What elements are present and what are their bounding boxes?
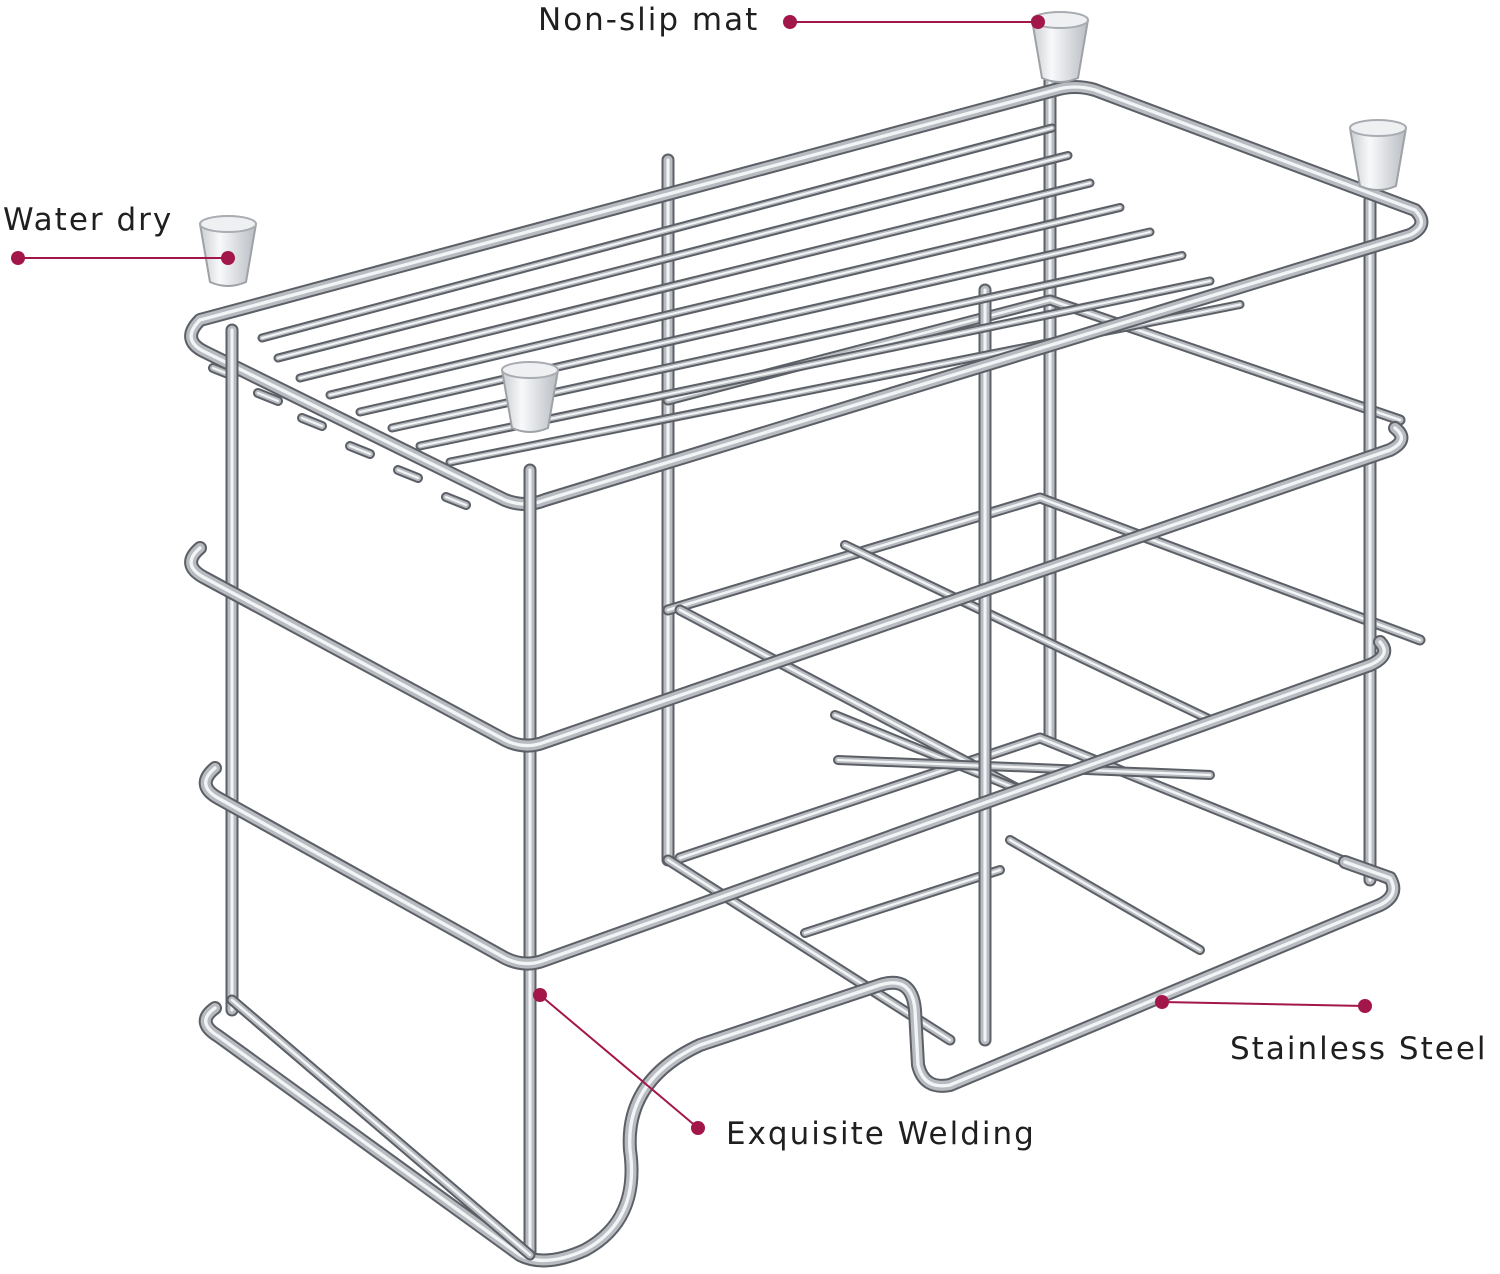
bottom-base-frame-shade-1: [200, 857, 1399, 1266]
label-exquisite-welding: Exquisite Welding: [726, 1116, 1036, 1152]
shelf-slat-3-shade-2: [299, 182, 1091, 379]
divider-pin-4-shade-2: [803, 868, 1002, 935]
cap-front-left-top: [199, 215, 257, 233]
side-hook-6-shade-2: [444, 495, 468, 507]
shelf-slat-4-shade-2: [329, 206, 1121, 396]
leader-water-dry-dot-2: [221, 251, 235, 265]
upper-band-shade-1: [186, 423, 1407, 751]
lower-band-shade-2: [204, 640, 1386, 966]
bottom-base-frame: [198, 855, 1401, 1268]
leader-non-slip-mat-dot-2: [1031, 15, 1045, 29]
side-hook-2-shade-2: [256, 391, 280, 403]
divider-middle-shade-2: [678, 608, 1022, 792]
label-stainless-steel: Stainless Steel: [1230, 1031, 1488, 1067]
divider-bottom-shade-2: [666, 858, 952, 1042]
cap-far-right-top: [1349, 119, 1407, 137]
leader-water-dry-dot-1: [11, 251, 25, 265]
leader-exquisite-welding-dot-2: [691, 1121, 705, 1135]
rack-inner-frame: [208, 123, 1377, 1047]
side-hook-4-shade-2: [348, 444, 372, 456]
leader-stainless-steel-dot-1: [1155, 995, 1169, 1009]
top-frame-shade-2: [189, 85, 1424, 506]
leader-exquisite-welding-dot-1: [533, 988, 547, 1002]
upper-band-shade-2: [189, 426, 1404, 748]
shelf-slat-2-shade-2: [277, 154, 1069, 359]
divider-pin-1-shade-2: [843, 543, 1217, 724]
side-hook-5-shade-2: [396, 468, 420, 480]
side-hook-3-shade-2: [300, 416, 324, 428]
leader-non-slip-mat-dot-1: [783, 15, 797, 29]
rear-bottom-rail-shade-2: [678, 736, 1392, 882]
upper-band: [184, 421, 1409, 753]
divider-pin-3-shade-2: [836, 758, 1212, 777]
leader-exquisite-welding: [539, 994, 699, 1129]
leader-stainless-steel: [1161, 1001, 1366, 1007]
rack-front-frame: [184, 80, 1429, 1268]
cap-front-center-top: [501, 361, 559, 379]
label-non-slip-mat: Non-slip mat: [538, 2, 760, 38]
divider-pin-5-shade-2: [1008, 838, 1202, 952]
callout-leaders: [11, 15, 1372, 1135]
label-water-dry: Water dry: [3, 202, 174, 238]
bottom-base-frame-shade-2: [204, 860, 1395, 1263]
bottom-left-rail-shade-2: [230, 998, 532, 1257]
shelf-slat-5-shade-2: [359, 231, 1151, 413]
shelf-slat-7-shade-2: [419, 280, 1211, 447]
shelf-slat-1-shade-2: [261, 127, 1053, 339]
rear-middle-rail-shade-2: [666, 496, 1422, 642]
leader-stainless-steel-dot-2: [1358, 999, 1372, 1013]
rack-back-frame: [661, 53, 1426, 1046]
